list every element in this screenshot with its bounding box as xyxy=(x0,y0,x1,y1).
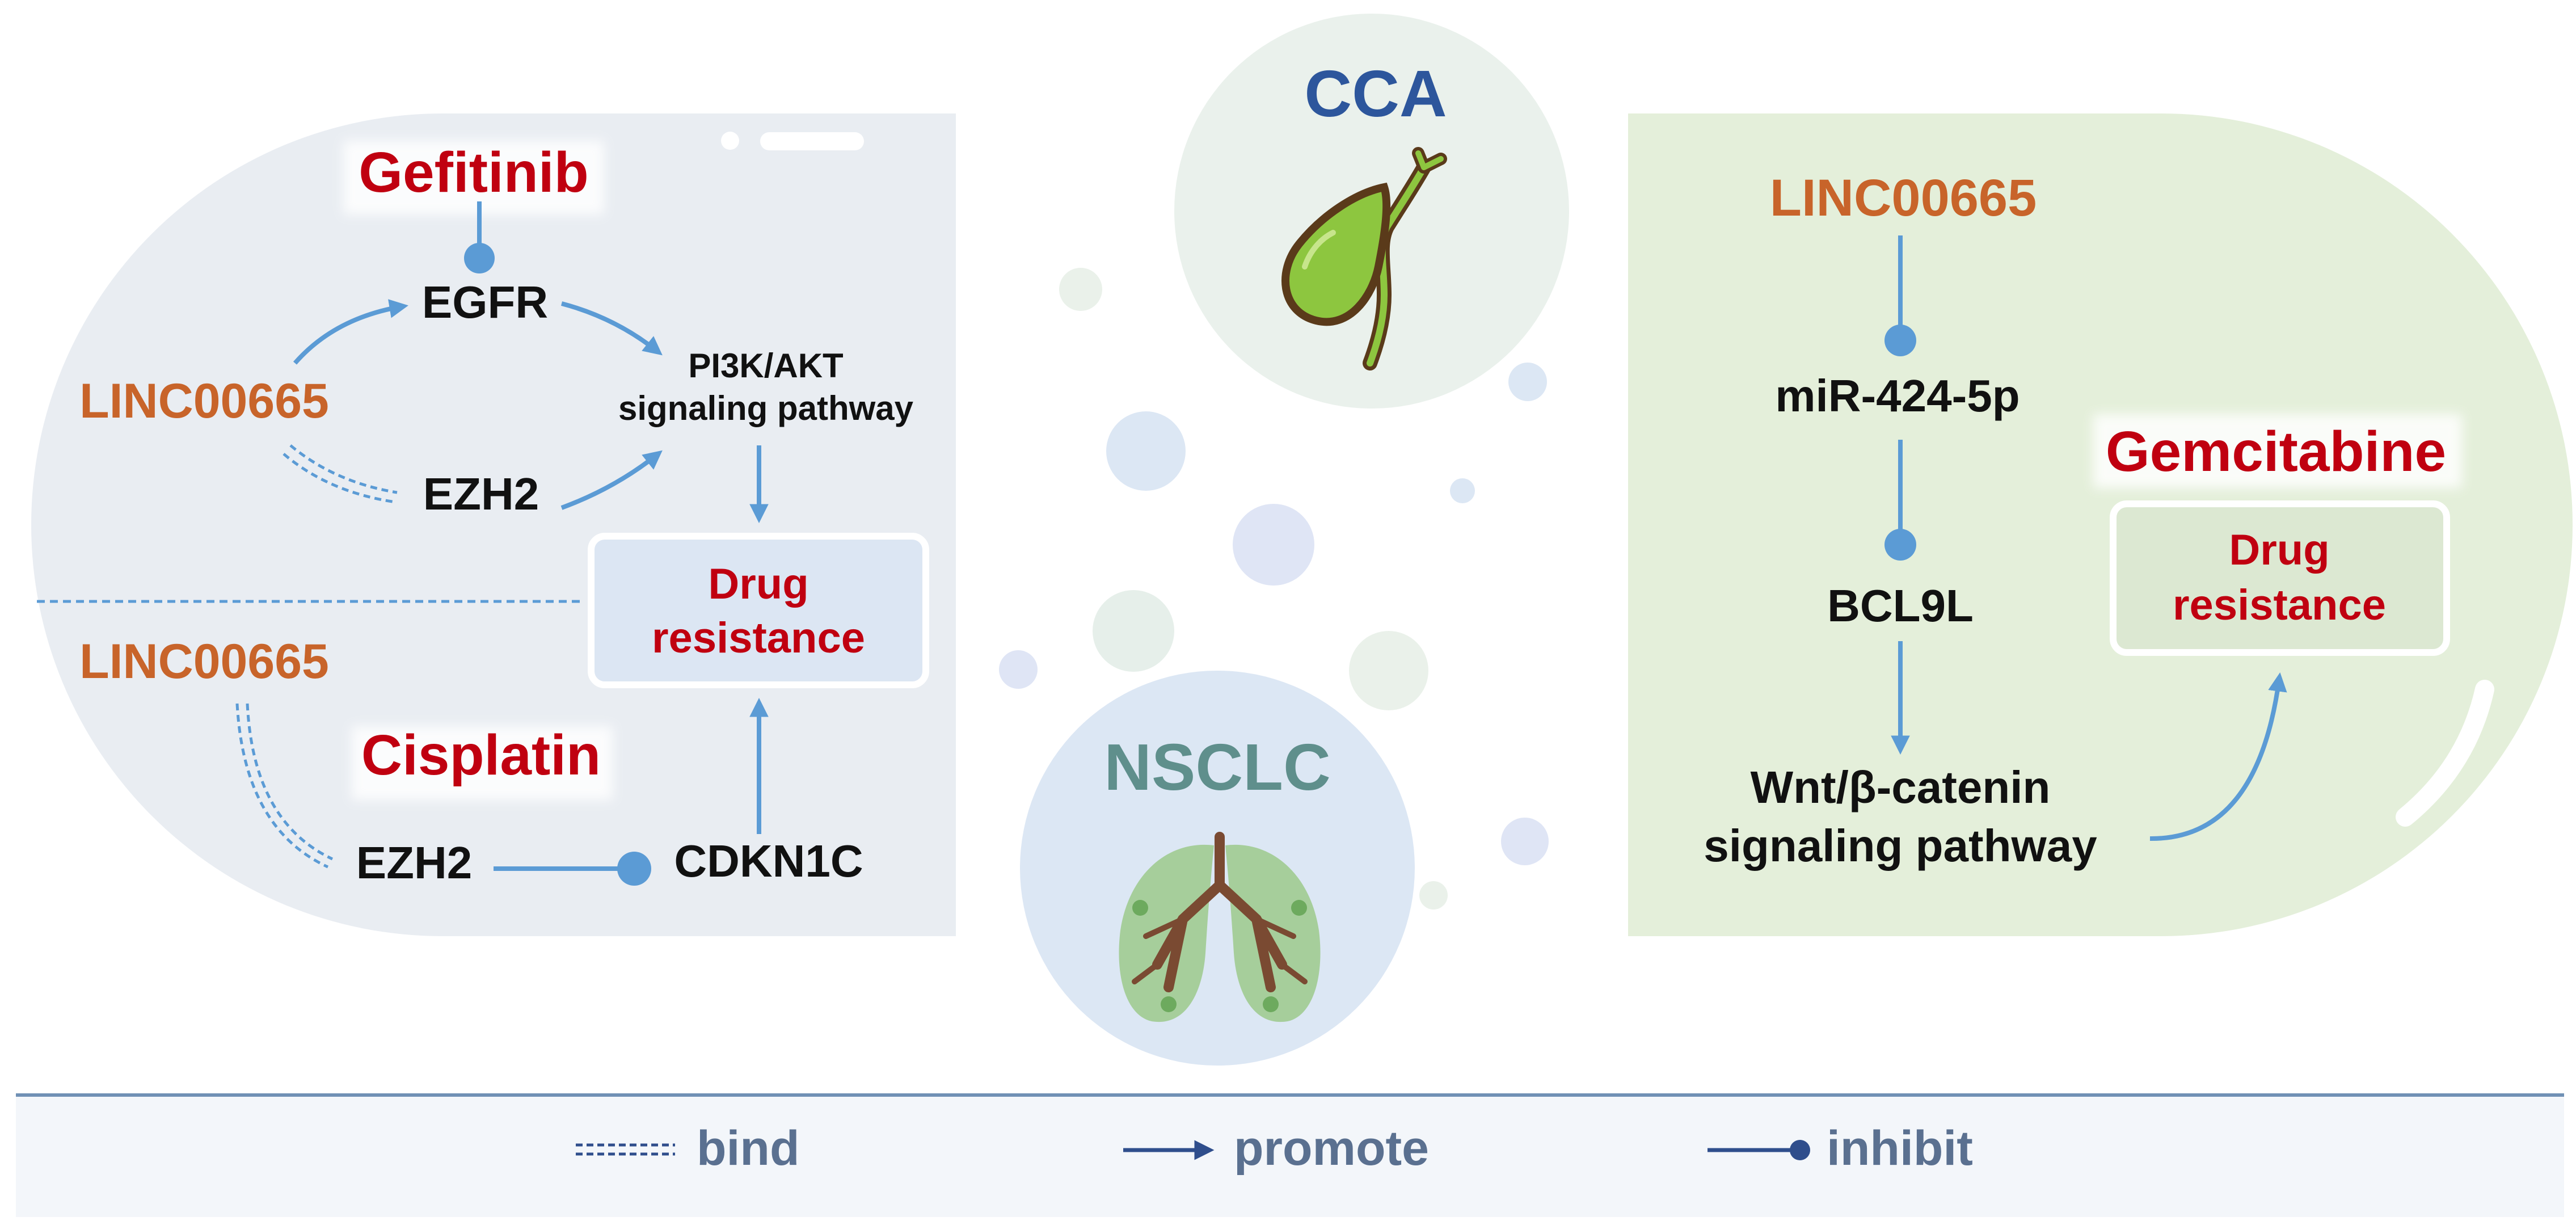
drug-resistance-right-line2: resistance xyxy=(2173,581,2386,629)
wnt-label-line1: Wnt/β-catenin xyxy=(1751,762,2051,812)
gemcitabine-label: Gemcitabine xyxy=(2106,420,2446,483)
gallbladder-icon xyxy=(1281,147,1447,370)
bubble xyxy=(1233,504,1314,586)
pi3k-akt-label: PI3K/AKT xyxy=(688,347,843,385)
bubble xyxy=(1093,590,1174,672)
legend-promote-label: promote xyxy=(1234,1121,1429,1176)
inhibit-dot-cdkn1c xyxy=(617,852,651,886)
gefitinib-label-bg xyxy=(343,141,604,214)
mir-424-5p-label: miR-424-5p xyxy=(1775,370,2020,421)
drug-resistance-box-left xyxy=(588,533,929,688)
legend-inhibit-dot xyxy=(1790,1140,1810,1160)
right-panel xyxy=(1628,113,2573,936)
drug-resistance-left-line2: resistance xyxy=(652,614,865,662)
panel-highlight-bar xyxy=(760,132,864,150)
bubble xyxy=(1450,478,1475,503)
linc00665-right: LINC00665 xyxy=(1770,169,2037,227)
drug-resistance-box-right xyxy=(2110,500,2450,656)
bubble xyxy=(1419,881,1448,910)
drug-resistance-right-line1: Drug xyxy=(2229,526,2329,574)
egfr-label: EGFR xyxy=(422,277,548,327)
inhibit-dot-bcl9l xyxy=(1884,529,1916,561)
panel-highlight-dot xyxy=(721,132,739,150)
promote-wnt-drug xyxy=(2149,672,2287,841)
legend-inhibit-label: inhibit xyxy=(1827,1121,1973,1176)
ezh2-top-label: EZH2 xyxy=(423,469,539,519)
lungs-icon xyxy=(1119,832,1321,1022)
bubble xyxy=(999,650,1038,689)
panel-highlight-arc xyxy=(2396,680,2494,827)
bind-lnc-ezh2-bottom-b xyxy=(246,703,334,861)
wnt-label-line2: signaling pathway xyxy=(1704,820,2097,871)
promote-ezh2-pi3k xyxy=(560,450,663,510)
left-panel xyxy=(31,113,956,936)
bubble xyxy=(1106,411,1186,491)
cisplatin-label: Cisplatin xyxy=(361,723,601,787)
legend-bind-label: bind xyxy=(697,1121,800,1176)
cca-label: CCA xyxy=(1304,57,1447,130)
promote-egfr-pi3k xyxy=(560,301,663,356)
legend-bar xyxy=(16,1095,2564,1217)
ezh2-bottom-label: EZH2 xyxy=(356,837,473,888)
inhibit-dot-mir xyxy=(1884,325,1916,356)
inhibit-dot-egfr xyxy=(464,243,495,273)
gemcitabine-label-bg xyxy=(2093,414,2462,488)
bind-lnc-ezh2-bottom-a xyxy=(235,703,329,869)
bind-lnc-ezh2-top-a xyxy=(289,444,398,494)
linc00665-left-top: LINC00665 xyxy=(79,374,329,428)
cisplatin-label-bg xyxy=(352,726,613,800)
bubble xyxy=(1349,631,1428,710)
drug-resistance-left-line1: Drug xyxy=(708,560,808,608)
cdkn1c-label: CDKN1C xyxy=(674,836,863,886)
gefitinib-label: Gefitinib xyxy=(359,141,589,204)
bind-lnc-ezh2-top-b xyxy=(283,453,397,504)
promote-lnc-egfr xyxy=(293,299,408,365)
bubble xyxy=(1508,363,1547,401)
bubble xyxy=(1059,268,1102,311)
signaling-pathway-label: signaling pathway xyxy=(618,389,914,427)
bcl9l-label: BCL9L xyxy=(1827,580,1974,631)
nsclc-label: NSCLC xyxy=(1104,730,1331,804)
linc00665-left-bottom: LINC00665 xyxy=(79,634,329,689)
bubble xyxy=(1501,818,1549,865)
